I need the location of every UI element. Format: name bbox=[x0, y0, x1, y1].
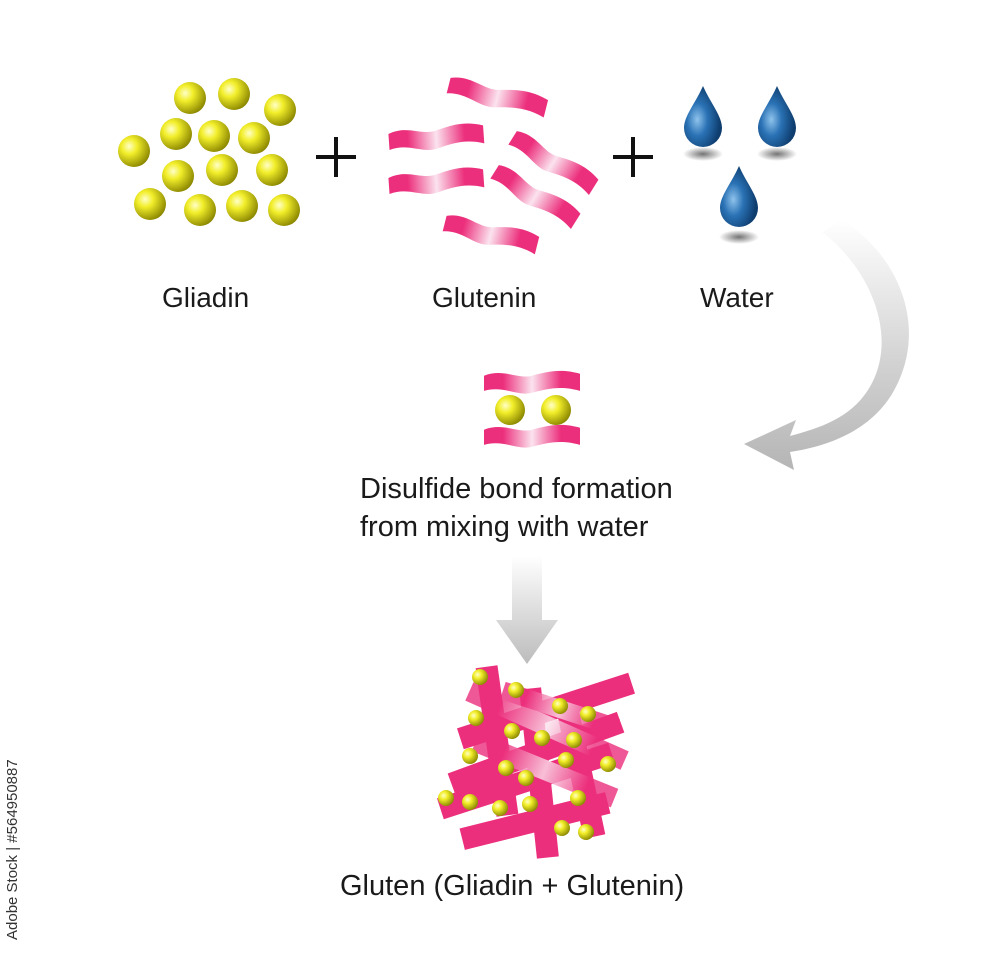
gliadin-cluster bbox=[118, 78, 300, 226]
gliadin-label: Gliadin bbox=[162, 282, 250, 313]
water-label: Water bbox=[700, 282, 774, 313]
glutenin-ribbons bbox=[388, 72, 601, 258]
gluten-network bbox=[437, 665, 635, 859]
disulfide-caption-line-1: Disulfide bond formation bbox=[360, 473, 673, 505]
disulfide-caption-line-2: from mixing with water bbox=[360, 511, 649, 543]
water-drops bbox=[683, 86, 797, 244]
gluten-label: Gluten (Gliadin + Glutenin) bbox=[340, 870, 685, 902]
curved-arrow bbox=[744, 220, 909, 470]
stock-watermark-id: Adobe Stock | #564950887 bbox=[4, 759, 21, 940]
disulfide-bond-icon bbox=[484, 370, 580, 448]
plus-sign-1 bbox=[316, 137, 356, 177]
glutenin-label: Glutenin bbox=[432, 282, 537, 313]
disulfide-caption: Disulfide bond formation from mixing wit… bbox=[360, 470, 673, 546]
down-arrow bbox=[496, 556, 558, 664]
plus-sign-2 bbox=[613, 137, 653, 177]
